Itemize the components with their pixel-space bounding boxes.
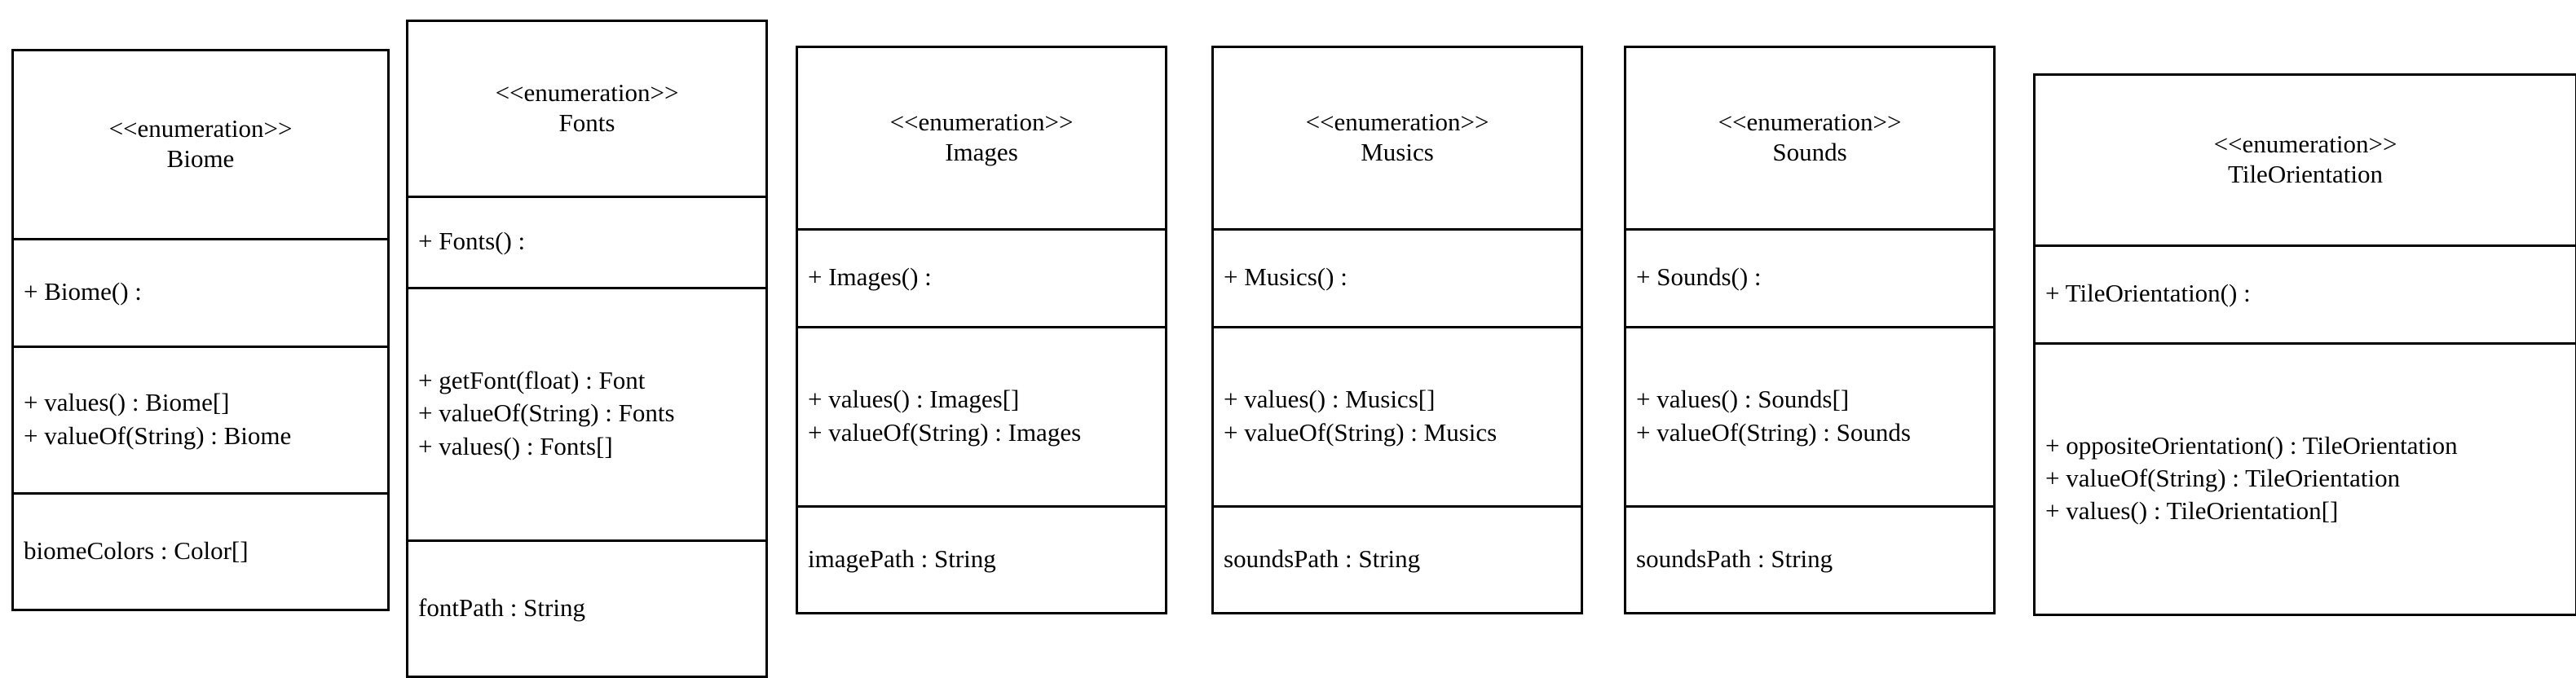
uml-methods-item: + values() : TileOrientation[] <box>2045 496 2339 526</box>
uml-class-fonts[interactable]: <<enumeration>>Fonts + Fonts() : + getFont… <box>406 20 768 678</box>
uml-attributes-item: fontPath : String <box>418 592 585 622</box>
uml-compartment-constructors: + Biome() : <box>14 240 387 348</box>
uml-attributes-item: soundsPath : String <box>1636 544 1833 573</box>
uml-methods-item: + values() : Sounds[] <box>1636 385 1850 414</box>
uml-compartment-attributes: biomeColors : Color[] <box>14 495 387 609</box>
uml-methods-item: + values() : Fonts[] <box>418 431 613 460</box>
uml-compartment-methods: + oppositeOrientation() : TileOrientatio… <box>2036 345 2575 614</box>
uml-methods-item: + values() : Musics[] <box>1224 385 1436 414</box>
uml-methods-item: + getFont(float) : Font <box>418 366 646 395</box>
class-name: Sounds <box>1772 137 1847 166</box>
uml-compartment-constructors: + TileOrientation() : <box>2036 247 2575 345</box>
uml-compartment-header: <<enumeration>>Fonts <box>408 22 765 198</box>
uml-compartment-attributes: fontPath : String <box>408 542 765 676</box>
uml-constructors-item: + Fonts() : <box>418 227 526 256</box>
uml-attributes-item: imagePath : String <box>808 544 996 573</box>
uml-compartment-methods: + values() : Sounds[] + valueOf(String) :… <box>1626 328 1993 508</box>
uml-class-tileorientation[interactable]: <<enumeration>>TileOrientation + TileOrie… <box>2033 73 2576 616</box>
uml-compartment-methods: + values() : Musics[] + valueOf(String) :… <box>1214 328 1581 508</box>
uml-attributes-item: soundsPath : String <box>1224 544 1421 573</box>
uml-methods-item: + valueOf(String) : Fonts <box>418 398 675 428</box>
class-stereotype: <<enumeration>> <box>495 77 679 107</box>
class-name: TileOrientation <box>2227 159 2383 188</box>
uml-methods-item: + valueOf(String) : Sounds <box>1636 417 1911 447</box>
class-stereotype: <<enumeration>> <box>108 113 293 143</box>
uml-compartment-constructors: + Musics() : <box>1214 231 1581 328</box>
uml-compartment-constructors: + Images() : <box>798 231 1165 328</box>
uml-compartment-attributes: soundsPath : String <box>1626 508 1993 612</box>
uml-class-diagram: <<enumeration>>Biome+ Biome() :+ values(… <box>11 20 2576 678</box>
uml-constructors-item: + Biome() : <box>24 277 142 306</box>
uml-methods-item: + values() : Biome[] <box>24 388 230 417</box>
uml-compartment-constructors: + Fonts() : <box>408 198 765 289</box>
uml-class-sounds[interactable]: <<enumeration>>Sounds + Sounds() : + value… <box>1624 46 1996 614</box>
uml-constructors-item: + TileOrientation() : <box>2045 279 2251 308</box>
uml-methods-item: + valueOf(String) : Biome <box>24 420 292 450</box>
uml-compartment-attributes: soundsPath : String <box>1214 508 1581 612</box>
uml-attributes-item: biomeColors : Color[] <box>24 535 249 565</box>
class-stereotype: <<enumeration>> <box>1718 107 1902 136</box>
uml-compartment-methods: + values() : Biome[] + valueOf(String) : … <box>14 348 387 495</box>
uml-class-musics[interactable]: <<enumeration>>Musics + Musics() : + value… <box>1211 46 1583 614</box>
uml-class-biome[interactable]: <<enumeration>>Biome + Biome() : + values(… <box>11 49 390 611</box>
uml-compartment-header: <<enumeration>>Sounds <box>1626 48 1993 231</box>
uml-compartment-header: <<enumeration>>Images <box>798 48 1165 231</box>
uml-compartment-constructors: + Sounds() : <box>1626 231 1993 328</box>
uml-constructors-item: + Musics() : <box>1224 262 1348 292</box>
uml-methods-item: + oppositeOrientation() : TileOrientatio… <box>2045 430 2458 460</box>
uml-methods-item: + valueOf(String) : TileOrientation <box>2045 463 2401 492</box>
class-name: Musics <box>1361 137 1434 166</box>
uml-constructors-item: + Sounds() : <box>1636 262 1762 292</box>
uml-compartment-header: <<enumeration>>Musics <box>1214 48 1581 231</box>
uml-compartment-methods: + getFont(float) : Font + valueOf(String)… <box>408 289 765 542</box>
class-name: Biome <box>166 143 235 173</box>
uml-compartment-header: <<enumeration>>Biome <box>14 51 387 240</box>
uml-compartment-methods: + values() : Images[] + valueOf(String) :… <box>798 328 1165 508</box>
class-name: Fonts <box>558 108 615 137</box>
uml-compartment-attributes: imagePath : String <box>798 508 1165 612</box>
uml-methods-item: + values() : Images[] <box>808 385 1020 414</box>
class-stereotype: <<enumeration>> <box>2213 129 2397 158</box>
uml-compartment-header: <<enumeration>>TileOrientation <box>2036 76 2575 247</box>
class-stereotype: <<enumeration>> <box>1305 107 1489 136</box>
uml-methods-item: + valueOf(String) : Images <box>808 417 1082 447</box>
uml-class-images[interactable]: <<enumeration>>Images + Images() : + value… <box>796 46 1167 614</box>
class-name: Images <box>945 137 1018 166</box>
uml-constructors-item: + Images() : <box>808 262 932 292</box>
uml-methods-item: + valueOf(String) : Musics <box>1224 417 1498 447</box>
class-stereotype: <<enumeration>> <box>889 107 1074 136</box>
